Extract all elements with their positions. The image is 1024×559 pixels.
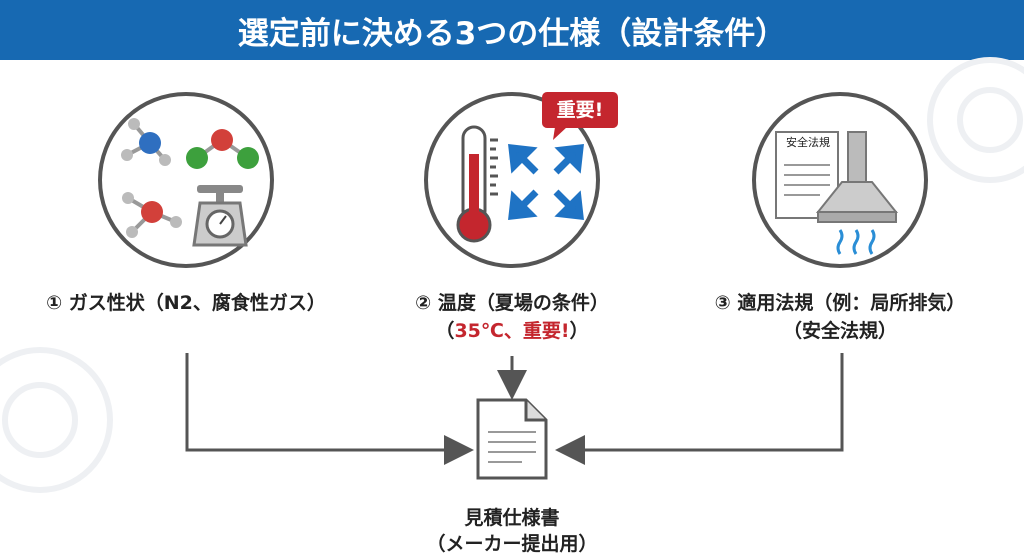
item-temperature-label: ② 温度（夏場の条件）	[415, 292, 609, 314]
paren-open: （	[435, 320, 455, 342]
background-gear-icon	[0, 57, 1024, 493]
item-temperature-sub: （35℃、重要!）	[352, 317, 672, 345]
item-regulation-label: ③ 適用法規（例：局所排気）	[714, 292, 966, 314]
item-gas-label: ① ガス性状（N2、腐食性ガス）	[46, 292, 326, 314]
page-title: 選定前に決める3つの仕様（設計条件）	[237, 15, 787, 52]
expand-arrows-icon	[508, 144, 584, 220]
flow-arrows	[185, 353, 844, 465]
item-regulation-sub: （安全法規）	[782, 320, 897, 342]
important-note: 重要!	[522, 320, 570, 342]
scale-icon	[192, 185, 248, 247]
regulation-doc-title: 安全法規	[786, 136, 830, 149]
output-label: 見積仕様書	[464, 507, 560, 529]
important-badge	[542, 92, 618, 140]
header-bar: 選定前に決める3つの仕様（設計条件）	[0, 0, 1024, 60]
paren-close: ）	[569, 320, 589, 342]
temperature-value: 35℃、	[454, 320, 523, 342]
document-icon	[476, 398, 548, 480]
exhaust-hood-icon	[815, 131, 899, 255]
output-sub: （メーカー提出用）	[426, 533, 598, 555]
important-badge-text: 重要!	[556, 99, 604, 121]
